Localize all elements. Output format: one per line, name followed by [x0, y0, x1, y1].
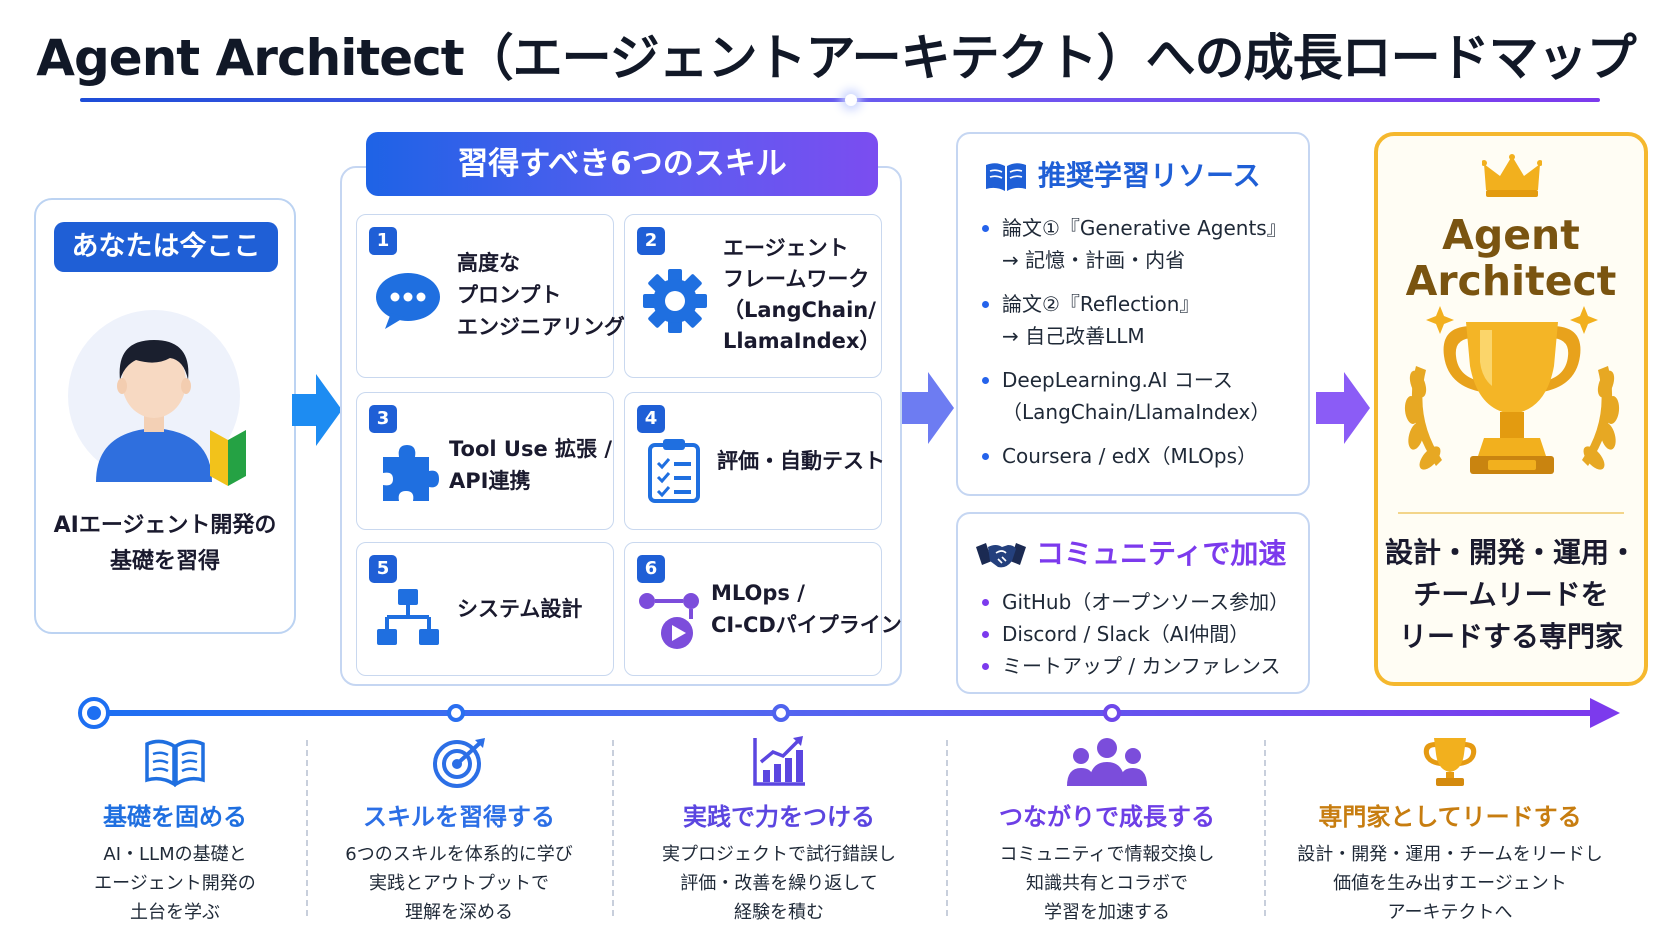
stage-separator [1264, 740, 1266, 916]
timeline-dot [1103, 704, 1121, 722]
learning-resources-card: 推奨学習リソース 論文①『Generative Agents』→ 記憶・計画・内… [956, 132, 1310, 496]
skill-number: 5 [369, 555, 397, 583]
skills-header: 習得すべき6つのスキル [366, 132, 878, 196]
puzzle-icon [383, 445, 439, 501]
skill-number: 6 [637, 555, 665, 583]
community-list: GitHub（オープンソース参加） Discord / Slack（AI仲間） … [976, 586, 1306, 682]
community-card: コミュニティで加速 GitHub（オープンソース参加） Discord / Sl… [956, 512, 1310, 694]
timeline-line [94, 710, 1594, 716]
current-position-card: あなたは今ここ AIエージェント開発の 基礎を習得 [34, 198, 296, 634]
skill-card-5: 5 システム設計 [356, 542, 614, 676]
community-item: ミートアップ / カンファレンス [976, 650, 1306, 682]
title-sparkle [845, 94, 857, 106]
skill-card-2: 2 エージェント フレームワーク （LangChain/ LlamaIndex） [624, 214, 882, 378]
stage-1: 基礎を固める AI・LLMの基礎とエージェント開発の土台を学ぶ [20, 736, 330, 927]
skill-label: システム設計 [457, 597, 583, 621]
stage-title: 基礎を固める [103, 803, 247, 831]
open-book-icon [145, 739, 205, 788]
timeline-start-marker [78, 697, 110, 729]
resources-list: 論文①『Generative Agents』→ 記憶・計画・内省 論文②『Ref… [976, 212, 1306, 484]
gear-icon [643, 269, 707, 333]
stage-description: AI・LLMの基礎とエージェント開発の土台を学ぶ [94, 844, 256, 923]
resource-item: 論文①『Generative Agents』→ 記憶・計画・内省 [976, 212, 1306, 276]
stage-4: つながりで成長する コミュニティで情報交換し知識共有とコラボで学習を加速する [952, 736, 1262, 927]
pipeline-icon [639, 593, 699, 649]
skill-label: Tool Use 拡張 / API連携 [449, 437, 612, 493]
stage-title: スキルを習得する [363, 803, 555, 831]
crown-icon [1482, 154, 1542, 197]
resource-item: DeepLearning.AI コース（LangChain/LlamaIndex… [976, 364, 1306, 428]
flow-arrow-3 [1316, 372, 1370, 444]
stage-title: つながりで成長する [999, 803, 1215, 831]
trophy-icon [1423, 738, 1477, 786]
skill-label: 高度な プロンプト エンジニアリング [457, 251, 625, 339]
checklist-icon [648, 439, 700, 503]
stage-5: 専門家としてリードする 設計・開発・運用・チームをリードし価値を生み出すエージェ… [1280, 736, 1620, 927]
timeline-dot [772, 704, 790, 722]
resource-item: 論文②『Reflection』→ 自己改善LLM [976, 288, 1306, 352]
skill-label: MLOps / CI-CDパイプライン [711, 581, 902, 637]
stage-2: スキルを習得する 6つのスキルを体系的に学び実践とアウトプットで理解を深める [304, 736, 614, 927]
growth-chart-icon [753, 736, 805, 786]
stage-description: 6つのスキルを体系的に学び実践とアウトプットで理解を深める [345, 844, 573, 923]
people-icon [1067, 738, 1147, 786]
stage-description: 設計・開発・運用・チームをリードし価値を生み出すエージェントアーキテクトへ [1297, 844, 1603, 923]
stage-3: 実践で力をつける 実プロジェクトで試行錯誤し評価・改善を繰り返して経験を積む [624, 736, 934, 927]
stage-description: コミュニティで情報交換し知識共有とコラボで学習を加速する [999, 844, 1215, 923]
skill-number: 2 [637, 227, 665, 255]
resource-item: Coursera / edX（MLOps） [976, 440, 1306, 472]
current-position-badge: あなたは今ここ [54, 222, 278, 272]
skill-card-6: 6 MLOps / CI-CDパイプライン [624, 542, 902, 676]
book-icon [986, 163, 1026, 191]
resources-title: 推奨学習リソース [984, 154, 1261, 194]
skill-number: 4 [637, 405, 665, 433]
community-item: GitHub（オープンソース参加） [976, 586, 1306, 618]
goal-description: 設計・開発・運用・ チームリードを リードする専門家 [1384, 536, 1637, 653]
skill-card-4: 4 評価・自動テスト [624, 392, 885, 530]
skill-number: 1 [369, 227, 397, 255]
trophy-icon [1404, 306, 1620, 474]
stage-title: 実践で力をつける [683, 803, 875, 831]
title-underline [80, 98, 1600, 102]
skill-label: エージェント フレームワーク （LangChain/ LlamaIndex） [723, 236, 881, 353]
flow-arrow-1 [292, 374, 342, 446]
community-item: Discord / Slack（AI仲間） [976, 618, 1306, 650]
stage-separator [946, 740, 948, 916]
timeline-dot [447, 704, 465, 722]
skill-label: 評価・自動テスト [717, 449, 885, 473]
target-icon [433, 738, 485, 788]
community-title: コミュニティで加速 [976, 532, 1286, 572]
stage-separator [306, 740, 308, 916]
handshake-icon [976, 543, 1026, 568]
stage-separator [612, 740, 614, 916]
skill-card-3: 3 Tool Use 拡張 / API連携 [356, 392, 614, 530]
goal-divider [1398, 512, 1624, 514]
current-position-text: AIエージェント開発の 基礎を習得 [53, 513, 277, 574]
skill-card-1: 1 高度な プロンプト エンジニアリング [356, 214, 625, 378]
goal-name: Agent Architect [1405, 211, 1617, 305]
goal-card: Agent Architect 設計・開発・運用・ チームリードを リードする [1374, 132, 1648, 686]
timeline-arrowhead [1590, 698, 1620, 728]
page-title: Agent Architect（エージェントアーキテクト）への成長ロードマップ [36, 29, 1636, 87]
stage-title: 専門家としてリードする [1318, 803, 1582, 831]
stage-description: 実プロジェクトで試行錯誤し評価・改善を繰り返して経験を積む [662, 844, 896, 923]
beginner-avatar-icon [68, 310, 246, 486]
skill-number: 3 [369, 405, 397, 433]
hierarchy-icon [377, 589, 439, 645]
flow-arrow-2 [902, 372, 954, 444]
chat-bubble-icon [376, 273, 440, 329]
